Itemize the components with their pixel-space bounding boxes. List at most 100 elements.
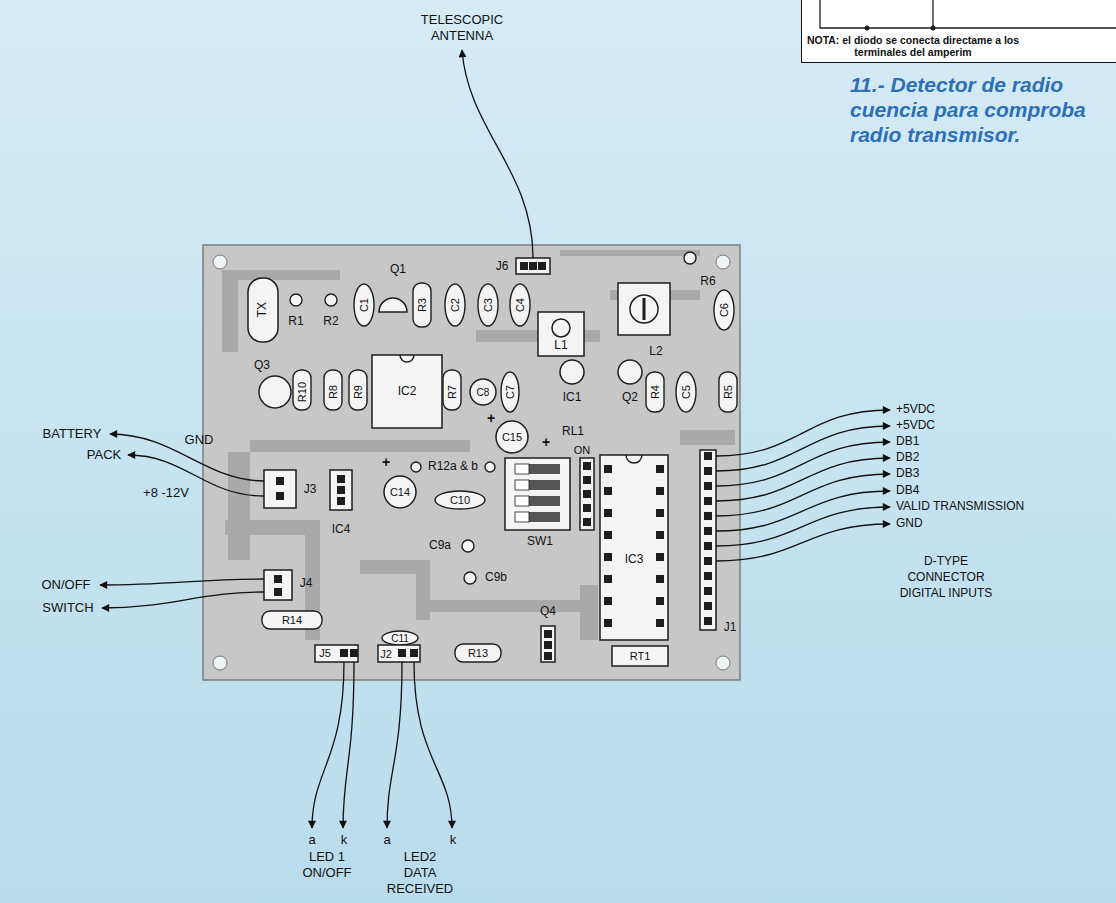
part-label: C2 (449, 298, 461, 312)
resistor-symbol (349, 370, 367, 410)
part-label: Q3 (254, 359, 270, 372)
part-label: IC4 (332, 523, 351, 536)
transistor-symbol (379, 298, 407, 312)
signal-label: PACK (87, 448, 121, 462)
leader-line (716, 474, 890, 516)
pin-pad (704, 527, 712, 535)
pin-pad (704, 497, 712, 505)
part-label: J5 (319, 647, 331, 659)
pin-pad (544, 630, 552, 638)
dip-switch (505, 458, 570, 530)
mounting-hole (213, 656, 227, 670)
switch-lever (515, 480, 560, 490)
part-label: C7 (504, 385, 516, 399)
part-label: C9b (485, 571, 507, 584)
circuit-wire (820, 0, 1116, 28)
part-label: R1 (288, 315, 303, 328)
capacitor-symbol (445, 284, 465, 326)
solder-pad (684, 252, 696, 264)
part-label: Q1 (390, 263, 406, 276)
part-label: R10 (296, 382, 308, 402)
pin-pad (704, 617, 712, 625)
pin-pad (583, 462, 591, 470)
note-box: NOTA: el diodo se conecta directame a lo… (801, 0, 1116, 63)
switch-lever (515, 496, 560, 506)
leader-line (102, 592, 264, 608)
part-label: C3 (482, 298, 494, 312)
pin-pad (274, 575, 282, 583)
solder-pad (464, 572, 476, 584)
pin-pad (604, 553, 612, 561)
part-label: C10 (450, 494, 470, 506)
signal-label: LED 1 (309, 850, 345, 864)
switch-slider (515, 464, 529, 474)
mounting-hole (213, 255, 227, 269)
pin-pad (583, 504, 591, 512)
ic-symbol (560, 360, 584, 384)
transistor-symbol (541, 626, 555, 662)
inductor-core (552, 319, 570, 337)
part-label: C9a (429, 539, 451, 552)
mounting-hole (716, 656, 730, 670)
leader-line (716, 507, 890, 546)
part-label: C8 (477, 387, 490, 398)
part-label: R13 (468, 647, 488, 659)
connector-symbol (378, 645, 420, 662)
pin-pad (398, 649, 406, 657)
signal-label: ON/OFF (41, 578, 90, 592)
ic-package (600, 455, 668, 640)
part-label: C14 (390, 486, 410, 498)
pin-pad (656, 619, 664, 627)
antenna-label: TELESCOPIC (421, 13, 503, 27)
part-label: Q2 (622, 391, 638, 404)
note-panel (801, 0, 1116, 63)
inductor-can (538, 312, 584, 356)
signal-label: DB4 (896, 484, 919, 497)
pin-pad (704, 467, 712, 475)
part-label: R4 (649, 385, 661, 399)
copper-trace (560, 250, 700, 256)
part-label: R6 (700, 275, 715, 288)
pin-pad (604, 465, 612, 473)
part-label: R12a & b (428, 460, 478, 473)
signal-label: SWITCH (42, 601, 93, 615)
polarity-mark: + (382, 455, 390, 470)
pin-pad (604, 597, 612, 605)
part-label: C15 (502, 431, 522, 443)
capacitor-symbol (501, 372, 519, 412)
part-label: TX (256, 302, 269, 317)
ic-package (372, 355, 442, 428)
signal-label: LED2 (404, 850, 437, 864)
pin-pad (656, 531, 664, 539)
copper-trace (222, 270, 340, 352)
pin-pad (656, 597, 664, 605)
pin-pad (656, 575, 664, 583)
pin-pad (276, 492, 284, 500)
part-label: J2 (380, 648, 392, 660)
connector-symbol (315, 645, 358, 662)
signal-label: DB3 (896, 467, 919, 480)
resistor-symbol (646, 372, 664, 412)
part-label: RT1 (630, 650, 651, 662)
part-label: R9 (352, 385, 364, 399)
switch-lever (515, 512, 560, 522)
resistor-symbol (324, 370, 342, 410)
pin-pad (538, 262, 546, 270)
part-label: Q4 (540, 605, 556, 618)
leader-line (343, 662, 354, 828)
pin-pad (704, 512, 712, 520)
leader-line (414, 662, 452, 828)
copper-trace (228, 452, 250, 560)
pin-pad (704, 572, 712, 580)
pin-pad (704, 587, 712, 595)
part-label: R3 (416, 298, 428, 312)
part-label: C4 (514, 298, 526, 312)
part-label: C11 (391, 633, 409, 644)
pin-pad (604, 487, 612, 495)
regulator-symbol (330, 470, 352, 510)
pin-pad (544, 652, 552, 660)
copper-trace (680, 430, 735, 445)
trimmer-can (618, 283, 670, 335)
signal-label: +5VDC (896, 403, 935, 416)
solder-pad (485, 462, 495, 472)
